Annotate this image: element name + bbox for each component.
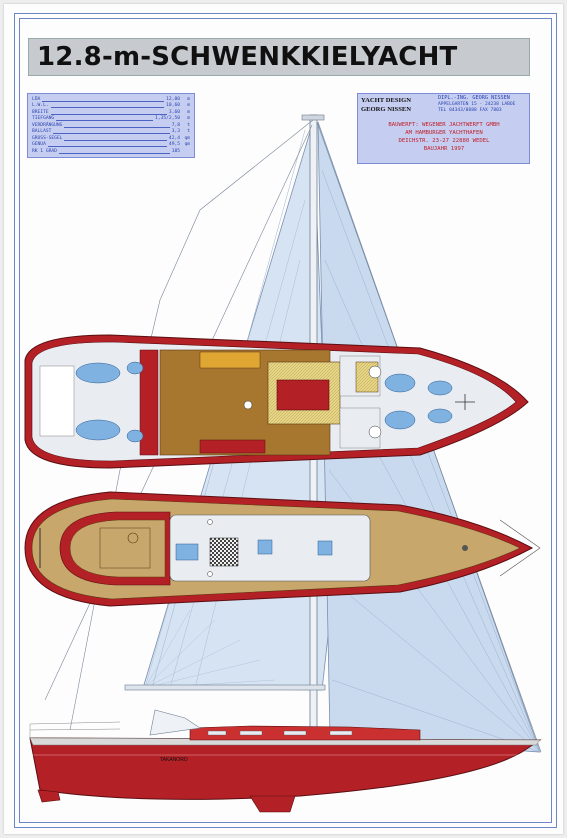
- spec-unit: t: [187, 129, 190, 134]
- spec-leader-line: [58, 152, 170, 154]
- spec-label: BALLAST: [32, 129, 52, 134]
- spec-row: GENUA 49,5 qm: [32, 142, 190, 149]
- spec-leader-line: [64, 139, 167, 141]
- spec-row: BREITE 3,60 m: [32, 109, 190, 116]
- spec-row: RK 1 GRAD 185: [32, 148, 190, 155]
- spec-label: BREITE: [32, 109, 49, 115]
- spec-leader-line: [50, 113, 167, 115]
- spec-unit: qm: [184, 142, 190, 147]
- spec-value: 49,5: [168, 142, 180, 147]
- spec-label: L.W.L.: [32, 103, 49, 108]
- spec-leader-line: [53, 133, 170, 134]
- spec-leader-line: [47, 146, 167, 147]
- page-title: 12.8-m-SCHWENKKIELYACHT: [37, 42, 458, 72]
- spec-unit: qm: [184, 135, 190, 141]
- spec-unit: m: [187, 103, 190, 108]
- designer-panel: YACHT DESIGN GEORG NISSEN DIPL.-ING. GEO…: [357, 93, 530, 164]
- spec-unit: m: [187, 109, 190, 115]
- spec-value: 3,3: [171, 129, 180, 134]
- spec-row: GROSS-SEGEL 42,4 qm: [32, 135, 190, 142]
- inner-border: [19, 18, 552, 823]
- logo-line-1: YACHT DESIGN: [361, 97, 412, 104]
- designer-logo: YACHT DESIGN GEORG NISSEN: [361, 96, 415, 116]
- logo-line-2: GEORG NISSEN: [361, 106, 412, 113]
- spec-row: TIEFGANG 1,35/2,50 m: [32, 116, 190, 123]
- hull-elevation: [29, 709, 542, 813]
- office-name: DIPL.-ING. GEORG NISSEN: [438, 95, 510, 101]
- spec-label: RK 1 GRAD: [32, 148, 57, 154]
- spec-row: LÜA 12,80 m: [32, 96, 190, 103]
- spec-value: 1,35/2,50: [155, 116, 180, 121]
- builder-line-1: BAUWERFT: WEGENER JACHTWERFT GMBH: [388, 122, 500, 128]
- office-address: APPELGARTEN 15 · 24238 LABOE: [438, 101, 516, 107]
- interior-plan: [24, 334, 529, 469]
- builder-line-4: BAUJAHR 1997: [423, 146, 465, 152]
- spec-leader-line: [56, 120, 154, 121]
- builder-line-2: AM HAMBURGER YACHTHAFEN: [405, 130, 483, 136]
- deck-plan: [24, 491, 541, 607]
- masthead: [301, 114, 325, 121]
- spec-value: 3,60: [168, 109, 180, 115]
- spec-value: 185: [171, 148, 180, 154]
- spec-row: BALLAST 3,3 t: [32, 129, 190, 136]
- builder-info: BAUWERFT: WEGENER JACHTWERFT GMBH AM HAM…: [360, 121, 528, 153]
- spec-label: VERDRÄNGUNG: [32, 122, 63, 128]
- spec-value: 12,80: [166, 96, 180, 102]
- hull-name: TAKANORO: [160, 757, 188, 763]
- title-banner: 12.8-m-SCHWENKKIELYACHT: [28, 38, 530, 76]
- spec-row: L.W.L. 10,60 m: [32, 103, 190, 110]
- spec-unit: m: [187, 116, 190, 121]
- spec-value: 10,60: [166, 103, 180, 108]
- spec-leader-line: [64, 126, 170, 128]
- spec-label: LÜA: [32, 96, 41, 102]
- spec-leader-line: [42, 100, 165, 102]
- sail-radial-seams: [144, 599, 276, 689]
- spec-value: 7,8: [171, 122, 180, 128]
- spec-unit: t: [187, 122, 190, 128]
- spec-label: TIEFGANG: [32, 116, 55, 121]
- spec-label: GROSS-SEGEL: [32, 135, 63, 141]
- spec-label: GENUA: [32, 142, 46, 147]
- designer-office: DIPL.-ING. GEORG NISSEN APPELGARTEN 15 ·…: [438, 95, 528, 113]
- builder-line-3: DEICHSTR. 23-27 22880 WEDEL: [398, 138, 490, 144]
- spec-leader-line: [50, 107, 165, 108]
- spec-value: 42,4: [168, 135, 180, 141]
- office-phone: TEL 04343/8888 FAX 7803: [438, 107, 502, 113]
- boom: [124, 684, 326, 691]
- spec-unit: m: [187, 96, 190, 102]
- spec-row: VERDRÄNGUNG 7,8 t: [32, 122, 190, 129]
- outer-border: [14, 13, 557, 828]
